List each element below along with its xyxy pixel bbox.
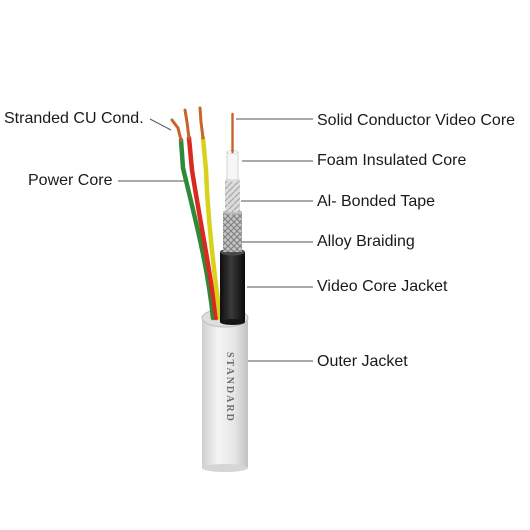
- label-foam-insulated-core: Foam Insulated Core: [317, 152, 467, 169]
- wire-yellow: [200, 135, 223, 321]
- label-solid-conductor-video-core: Solid Conductor Video Core: [317, 112, 516, 129]
- copper-strand-2: [183, 108, 191, 140]
- copper-strand-3: [198, 106, 205, 140]
- power-core-wires: [178, 135, 223, 321]
- al-bonded-tape: [225, 178, 240, 212]
- label-alloy-braiding: Alloy Braiding: [317, 233, 415, 250]
- foam-insulated-core: [226, 150, 239, 181]
- video-core-jacket: [220, 248, 245, 325]
- outer-jacket: STANDARD: [201, 308, 249, 472]
- label-al-bonded-tape: Al- Bonded Tape: [317, 193, 436, 210]
- wire-green: [178, 137, 216, 321]
- copper-strand-1: [170, 118, 183, 142]
- alloy-braiding: [223, 209, 242, 252]
- cable-print-text: STANDARD: [224, 352, 235, 423]
- leader-stranded: [149, 118, 172, 131]
- label-outer-jacket: Outer Jacket: [317, 353, 408, 370]
- label-stranded-cu-cond: Stranded CU Cond.: [4, 110, 144, 127]
- label-video-core-jacket: Video Core Jacket: [317, 278, 448, 295]
- stranded-copper-conductors: [170, 106, 205, 142]
- label-power-core: Power Core: [28, 172, 113, 189]
- wire-red: [186, 135, 219, 321]
- leader-lines: [118, 118, 313, 362]
